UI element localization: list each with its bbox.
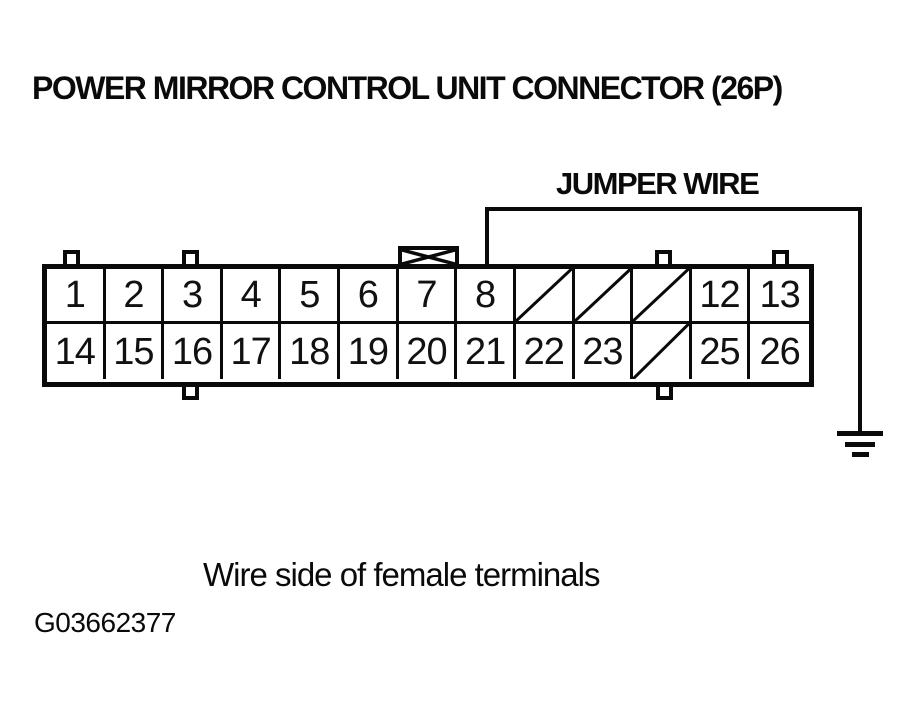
pin-cell-12: 12 — [691, 269, 751, 324]
pin-cell-13: 13 — [750, 269, 809, 324]
diagonal-slash-icon — [575, 269, 632, 322]
pin-cell-4: 4 — [222, 269, 282, 324]
pin-cell-3: 3 — [164, 269, 223, 324]
jumper-wire-label: JUMPER WIRE — [556, 166, 760, 201]
figure-id: G03662377 — [34, 607, 176, 638]
pin-cell-5: 5 — [281, 269, 341, 324]
pin-cell-19: 19 — [340, 324, 399, 379]
pin-cell-21: 21 — [457, 324, 516, 379]
pin-cell-7: 7 — [398, 269, 458, 324]
pin-cell-1: 1 — [47, 269, 106, 324]
blocked-cell — [633, 269, 692, 324]
ground-bar-medium — [845, 442, 875, 447]
diagonal-slash-icon — [516, 269, 573, 322]
blocked-cell — [574, 269, 634, 324]
connector-tab-bottom-1 — [182, 383, 199, 400]
pin-cell-6: 6 — [340, 269, 399, 324]
diagonal-slash-icon — [633, 269, 690, 322]
pin-cell-8: 8 — [457, 269, 516, 324]
connector-tab-top-3 — [655, 250, 672, 267]
pin-cell-26: 26 — [759, 330, 801, 373]
jumper-wire-horizontal-segment — [485, 207, 862, 211]
pin-cell-22: 22 — [516, 324, 575, 379]
connector-tab-bottom-2 — [656, 383, 673, 400]
pin-cell-14: 14 — [47, 324, 106, 379]
pin-cell-17: 17 — [223, 324, 282, 379]
jumper-wire-right-drop-to-ground — [858, 207, 862, 434]
blocked-cell — [515, 269, 575, 324]
pin-cell-20: 20 — [399, 324, 458, 379]
crossed-box-icon — [402, 250, 455, 264]
wire-side-caption: Wire side of female terminals — [203, 556, 600, 593]
pin-cell-15: 15 — [106, 324, 165, 379]
pin-cell-23: 23 — [575, 324, 634, 379]
diagonal-slash-icon — [633, 324, 690, 379]
blocked-cell — [633, 324, 692, 379]
pin-cell-25: 25 — [692, 324, 751, 379]
connector-tab-top-2 — [182, 250, 199, 267]
ground-bar-short — [852, 452, 869, 457]
pin-cell-18: 18 — [281, 324, 341, 379]
pin-cell-16: 16 — [164, 324, 223, 379]
pin-cell-2: 2 — [105, 269, 165, 324]
connector-tab-top-1 — [63, 250, 80, 267]
jumper-wire-left-drop-to-pin-8 — [485, 207, 489, 266]
ground-bar-long — [837, 431, 883, 436]
diagram-title: POWER MIRROR CONTROL UNIT CONNECTOR (26P… — [32, 70, 783, 106]
connector-tab-top-4 — [772, 250, 789, 267]
